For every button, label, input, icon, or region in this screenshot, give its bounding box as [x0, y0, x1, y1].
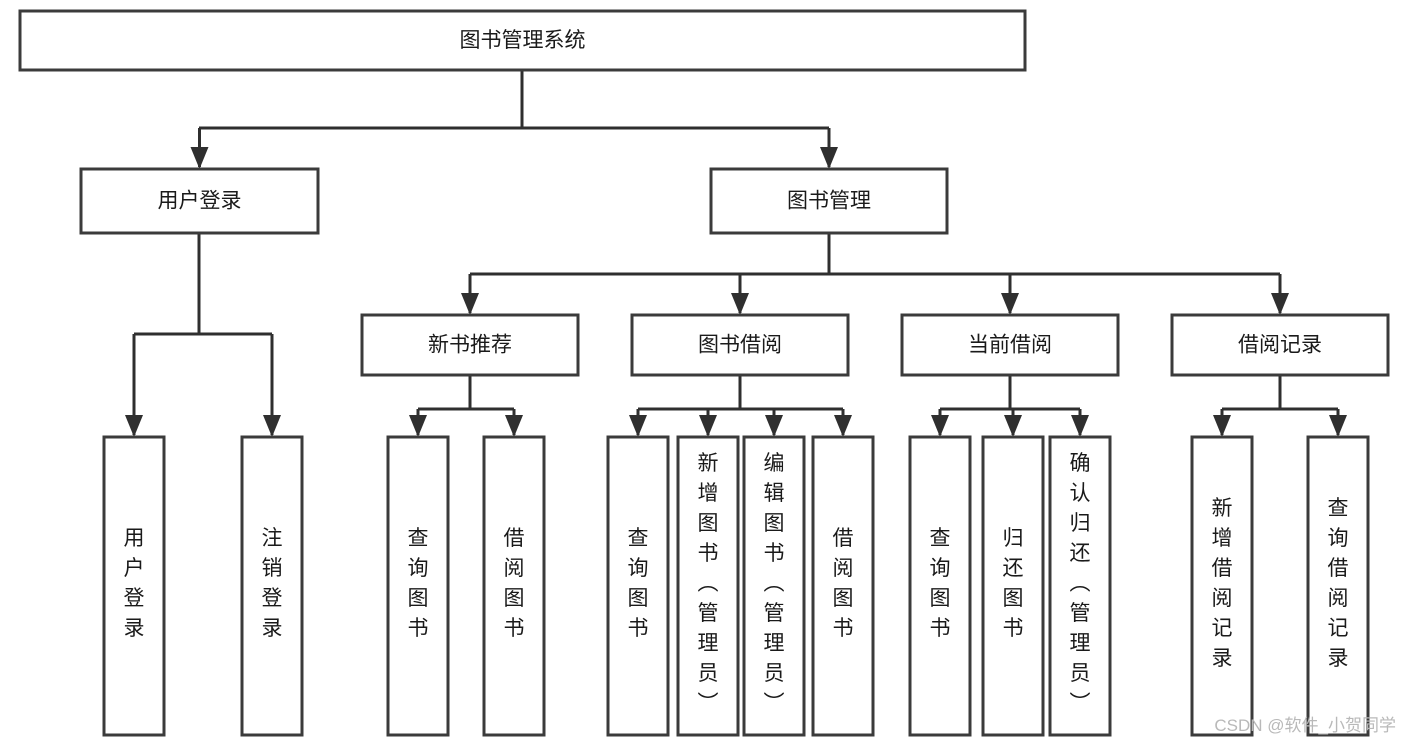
node-box-leaf-query-record[interactable]	[1306, 435, 1370, 737]
node-user-login[interactable]: 用户登录	[79, 167, 320, 235]
node-label-leaf-query-record: 查询借阅记录	[1328, 497, 1349, 670]
arrow-head	[1329, 415, 1347, 437]
arrow-head	[931, 415, 949, 437]
node-box-leaf-query-book-1[interactable]	[386, 435, 450, 737]
node-current-borrow[interactable]: 当前借阅	[900, 313, 1120, 377]
node-leaf-edit-book[interactable]: 编辑图书︵管理员︶	[742, 435, 806, 737]
node-box-leaf-add-book[interactable]	[676, 435, 740, 737]
node-leaf-borrow-book-1[interactable]: 借阅图书	[482, 435, 546, 737]
node-box-leaf-return-book[interactable]	[981, 435, 1045, 737]
node-leaf-query-book-3[interactable]: 查询图书	[908, 435, 972, 737]
connector-lines	[132, 70, 1340, 435]
node-label-leaf-edit-book: 编辑图书︵管理员︶	[764, 452, 785, 715]
node-label-leaf-query-book-2: 查询图书	[628, 527, 649, 640]
node-label-borrow-record: 借阅记录	[1238, 334, 1322, 357]
connector-arrowheads	[125, 147, 1347, 437]
node-leaf-return-book[interactable]: 归还图书	[981, 435, 1045, 737]
node-leaf-query-book-1[interactable]: 查询图书	[386, 435, 450, 737]
node-box-leaf-user-login[interactable]	[102, 435, 166, 737]
arrow-head	[699, 415, 717, 437]
node-label-new-book-recommend: 新书推荐	[428, 334, 512, 357]
node-box-leaf-edit-book[interactable]	[742, 435, 806, 737]
arrow-head	[629, 415, 647, 437]
node-box-borrow-record[interactable]	[1170, 313, 1390, 377]
node-box-leaf-confirm-return[interactable]	[1048, 435, 1112, 737]
node-box-leaf-query-book-3[interactable]	[908, 435, 972, 737]
node-box-new-book-recommend[interactable]	[360, 313, 580, 377]
node-box-current-borrow[interactable]	[900, 313, 1120, 377]
node-label-book-borrow: 图书借阅	[698, 334, 782, 357]
node-leaf-borrow-book-2[interactable]: 借阅图书	[811, 435, 875, 737]
node-leaf-add-record[interactable]: 新增借阅记录	[1190, 435, 1254, 737]
node-label-root: 图书管理系统	[460, 29, 586, 52]
node-leaf-add-book[interactable]: 新增图书︵管理员︶	[676, 435, 740, 737]
node-book-manage[interactable]: 图书管理	[709, 167, 949, 235]
node-leaf-confirm-return[interactable]: 确认归还︵管理员︶	[1048, 435, 1112, 737]
node-label-leaf-borrow-book-1: 借阅图书	[504, 527, 525, 640]
node-label-leaf-user-login: 用户登录	[124, 527, 145, 640]
node-new-book-recommend[interactable]: 新书推荐	[360, 313, 580, 377]
node-label-leaf-return-book: 归还图书	[1003, 527, 1024, 640]
node-leaf-query-book-2[interactable]: 查询图书	[606, 435, 670, 737]
node-label-leaf-query-book-1: 查询图书	[408, 527, 429, 640]
node-leaf-query-record[interactable]: 查询借阅记录	[1306, 435, 1370, 737]
node-label-book-manage: 图书管理	[787, 190, 871, 213]
node-label-user-login: 用户登录	[158, 190, 242, 213]
node-box-leaf-borrow-book-1[interactable]	[482, 435, 546, 737]
arrow-head	[1213, 415, 1231, 437]
node-label-leaf-confirm-return: 确认归还︵管理员︶	[1070, 452, 1091, 715]
node-leaf-user-login[interactable]: 用户登录	[102, 435, 166, 737]
node-borrow-record[interactable]: 借阅记录	[1170, 313, 1390, 377]
arrow-head	[834, 415, 852, 437]
node-box-user-login[interactable]	[79, 167, 320, 235]
node-label-leaf-borrow-book-2: 借阅图书	[833, 527, 854, 640]
node-label-leaf-add-book: 新增图书︵管理员︶	[698, 452, 719, 715]
arrow-head	[190, 147, 209, 169]
arrow-head	[505, 415, 523, 437]
arrow-head	[1271, 293, 1289, 315]
node-leaf-user-logout[interactable]: 注销登录	[240, 435, 304, 737]
csdn-watermark: CSDN @软件_小贺同学	[1214, 716, 1396, 735]
node-box-leaf-query-book-2[interactable]	[606, 435, 670, 737]
arrow-head	[125, 415, 143, 437]
node-box-book-manage[interactable]	[709, 167, 949, 235]
node-root[interactable]: 图书管理系统	[18, 9, 1027, 72]
arrow-head	[461, 293, 479, 315]
node-box-leaf-add-record[interactable]	[1190, 435, 1254, 737]
node-label-leaf-user-logout: 注销登录	[262, 527, 283, 640]
node-box-book-borrow[interactable]	[630, 313, 850, 377]
arrow-head	[263, 415, 281, 437]
node-label-leaf-query-book-3: 查询图书	[930, 527, 951, 640]
arrow-head	[820, 147, 838, 169]
arrow-head	[765, 415, 783, 437]
arrow-head	[409, 415, 427, 437]
node-box-root[interactable]	[18, 9, 1027, 72]
arrow-head	[1001, 293, 1019, 315]
arrow-head	[1071, 415, 1089, 437]
node-label-leaf-add-record: 新增借阅记录	[1212, 497, 1233, 670]
node-box-leaf-user-logout[interactable]	[240, 435, 304, 737]
arrow-head	[1004, 415, 1022, 437]
arrow-head	[731, 293, 749, 315]
node-boxes: 图书管理系统用户登录图书管理新书推荐图书借阅当前借阅借阅记录用户登录注销登录查询…	[18, 9, 1390, 737]
node-book-borrow[interactable]: 图书借阅	[630, 313, 850, 377]
node-label-current-borrow: 当前借阅	[968, 334, 1052, 357]
node-box-leaf-borrow-book-2[interactable]	[811, 435, 875, 737]
